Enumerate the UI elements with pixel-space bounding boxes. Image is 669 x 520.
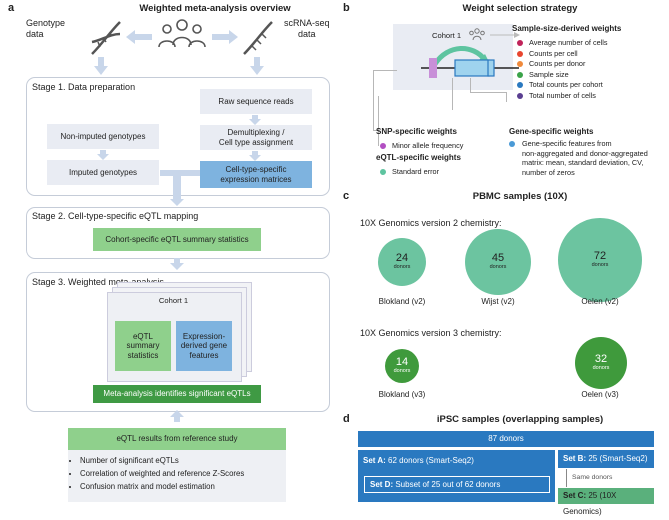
arrow-down-icon [94,57,108,75]
arrow-down-icon [249,151,261,161]
arrow-left-icon [126,30,152,44]
eqtl-weights-title: eQTL-specific weights [376,153,461,162]
sample-weight-item: Sample size [517,70,608,81]
legend-dot [517,92,523,99]
connector-line [373,70,397,71]
connector-line [506,92,507,102]
arrow-up-icon [170,410,184,422]
dna-icon [91,21,121,55]
arrow-down-icon [250,57,264,75]
connector-line [373,130,379,131]
set-c-box: Set C: 25 (10X Genomics) [558,488,654,516]
demux-box: Demultiplexing /Cell type assignment [200,125,312,150]
arrow-right-icon [212,30,238,44]
sample-weight-item: Counts per donor [517,59,608,70]
sample-weight-item: Counts per cell [517,49,608,60]
cohort-label: Cohort 1 [158,296,189,305]
list-item: Confusion matrix and model estimation [80,480,244,493]
list-item: Number of significant eQTLs [80,454,244,467]
arrow-down-icon [97,150,109,160]
label-oelen-v2: Oelen (v2) [581,297,619,306]
sample-weight-item: Total number of cells [517,91,608,102]
connector-line [373,70,374,130]
raw-reads-box: Raw sequence reads [200,89,312,114]
sample-weight-item: Total counts per cohort [517,80,608,91]
connector-line [470,78,471,92]
same-donors-label: Same donors [572,474,613,481]
v3-heading: 10X Genomics version 3 chemistry: [360,328,502,338]
reference-bullets [68,450,286,502]
arrow-down-icon [170,258,184,270]
v2-heading: 10X Genomics version 2 chemistry: [360,218,502,228]
merge-connector [173,176,181,200]
cohort-eqtl-box: Cohort-specific eQTL summary statistics [93,228,261,251]
same-donors-line [566,469,567,487]
sample-weight-item: Average number of cells [517,38,608,49]
total-donors-bar: 87 donors [358,431,654,447]
gene-weight-desc: Gene-specific features from non-aggregat… [522,139,648,177]
label-blokland-v3: Blokland (v3) [378,390,426,399]
legend-dot [517,50,523,57]
label-oelen-v3: Oelen (v3) [581,390,619,399]
snp-weights-title: SNP-specific weights [376,127,457,136]
panel-a-title: Weighted meta-analysis overview [139,3,291,14]
stage2-title: Stage 2. Cell-type-specific eQTL mapping [32,211,199,221]
legend-dot [380,143,386,150]
non-imputed-box: Non-imputed genotypes [47,124,159,149]
meta-analysis-box: Meta-analysis identifies significant eQT… [93,385,261,403]
sample-weights-title: Sample-size-derived weights [512,24,622,33]
legend-dot [517,82,523,89]
connector-line [470,92,506,93]
cohort-label-b: Cohort 1 [432,31,462,40]
set-d-box: Set D: Subset of 25 out of 62 donors [364,476,550,493]
panel-a-letter: a [8,2,15,14]
gene-weights-title: Gene-specific weights [509,127,594,136]
merge-connector [160,170,200,176]
legend-dot [380,169,386,176]
label-blokland-v2: Blokland (v2) [378,297,426,306]
arrow-down-icon [249,115,261,125]
set-a-label: Set A: 62 donors (Smart-Seq2) [363,456,474,465]
arrow-right-icon [490,32,520,38]
eqtl-weight-item: Standard error [380,167,439,178]
set-b-box: Set B: 25 (Smart-Seq2) [558,450,654,468]
connector-line [452,78,453,110]
panel-b-title: Weight selection strategy [462,3,578,14]
panel-c-letter: c [343,190,350,202]
panel-c-title: PBMC samples (10X) [472,191,568,202]
rna-icon [243,21,273,55]
stage3-title: Stage 3. Weighted meta-analysis [32,277,164,287]
snp-weight-item: Minor allele frequency [380,141,463,152]
panel-d-title: iPSC samples (overlapping samples) [436,414,604,425]
legend-dot [517,71,523,78]
panel-b-letter: b [343,2,350,14]
legend-dot [517,61,523,68]
legend-dot [509,141,515,147]
reference-study-box: eQTL results from reference study [68,428,286,450]
people-group-icon [158,19,206,48]
stage1-title: Stage 1. Data preparation [32,82,136,92]
connector-line [378,96,379,146]
legend-dot [517,40,523,47]
list-item: Correlation of weighted and reference Z-… [80,467,244,480]
snp-gene-diagram [421,46,519,78]
imputed-box: Imputed genotypes [47,160,159,185]
reference-list: Number of significant eQTLs Correlation … [60,454,244,493]
people-group-icon [469,28,485,41]
panel-d-letter: d [343,413,350,425]
label-wijst-v2: Wijst (v2) [481,297,515,306]
arrow-down-icon [170,196,184,206]
